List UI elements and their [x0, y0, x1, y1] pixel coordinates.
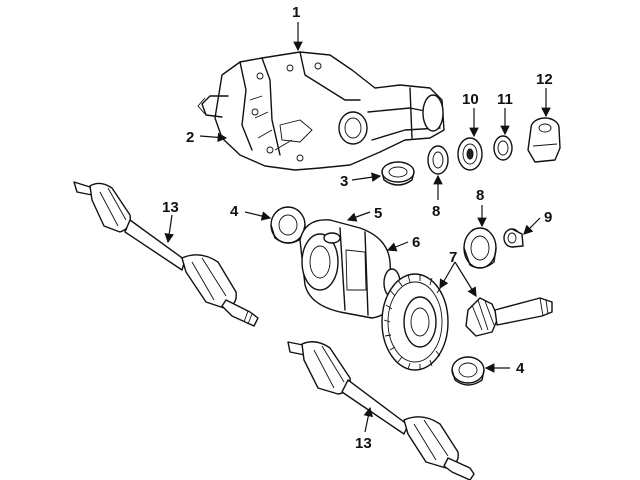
callout-10: 10: [462, 91, 479, 108]
callout-4-upper: 4: [230, 203, 239, 220]
callout-13-upper: 13: [162, 199, 179, 216]
part-3-seal: [381, 161, 415, 186]
part-7-ring-gear: [381, 273, 449, 371]
callout-8-left: 8: [432, 203, 440, 220]
part-12-flange: [527, 117, 561, 163]
callout-labels: 1 2 3 4 5 6 7 8 8 9 10 11 12 13 13 4: [162, 4, 553, 452]
callout-12: 12: [536, 71, 553, 88]
part-11-spacer: [493, 135, 513, 161]
callout-8-right: 8: [476, 187, 484, 204]
callout-3: 3: [340, 173, 348, 190]
callout-2: 2: [186, 129, 194, 146]
part-13-axle-shaft-upper: [73, 181, 259, 327]
differential-case: [299, 219, 401, 319]
callout-5: 5: [374, 205, 382, 222]
part-10-bearing: [457, 137, 483, 171]
callout-11: 11: [497, 91, 513, 108]
callout-6: 6: [412, 234, 420, 251]
part-9-spacer: [503, 228, 524, 248]
part-7-drive-pinion: [465, 297, 553, 337]
callout-9: 9: [544, 209, 552, 226]
part-8-bearing-lower: [463, 227, 497, 269]
part-4-bearing-upper: [270, 206, 306, 244]
part-4-bearing-lower: [451, 356, 485, 386]
leader-lines: [164, 22, 551, 433]
callout-1: 1: [292, 4, 300, 21]
part-13-axle-shaft-lower: [287, 341, 475, 480]
part-8-bearing-upper: [427, 145, 449, 175]
callout-13-lower: 13: [355, 435, 372, 452]
callout-4-lower: 4: [516, 360, 525, 377]
differential-carrier-housing: [197, 51, 445, 171]
callout-7: 7: [449, 249, 457, 266]
